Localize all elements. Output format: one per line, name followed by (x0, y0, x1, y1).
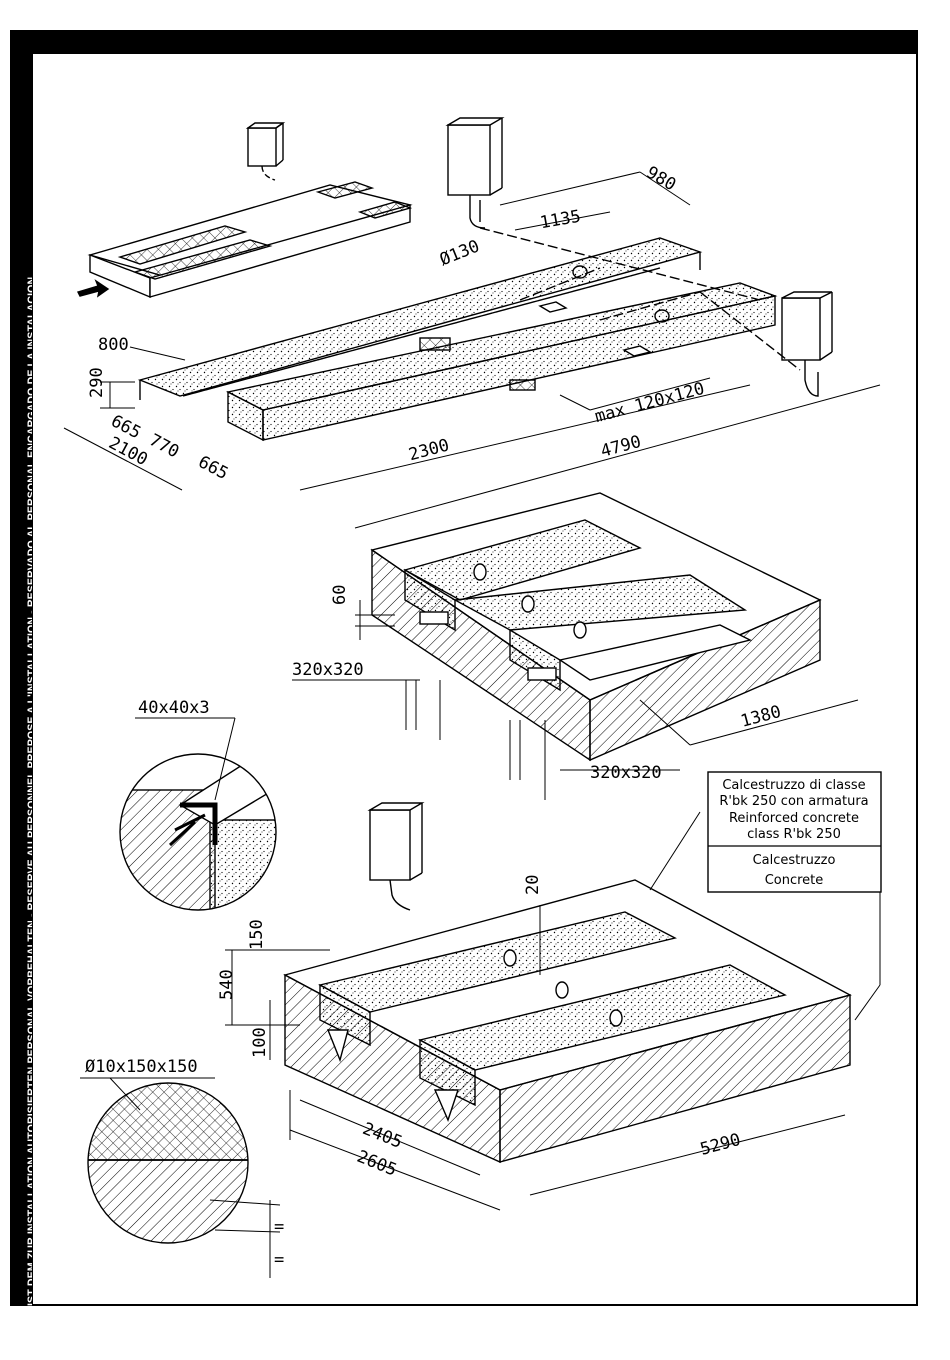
legend-line-5: Calcestruzzo (753, 853, 836, 868)
dim-equal-2: = (274, 1250, 284, 1270)
dim-diameter-130: Ø130 (437, 236, 482, 270)
lift-platform (77, 181, 413, 299)
dim-2605: 2605 (354, 1147, 399, 1181)
dim-1380: 1380 (739, 702, 784, 732)
top-view-drawing (63, 117, 881, 529)
control-unit-bottom (367, 802, 425, 911)
control-unit-large (445, 117, 505, 229)
dim-320-b: 320x320 (590, 763, 662, 783)
dim-800: 800 (98, 335, 129, 355)
dim-980: 980 (643, 163, 680, 196)
legend-line-3: Reinforced concrete (729, 811, 859, 826)
dim-angle-40x40x3: 40x40x3 (138, 698, 210, 718)
top-bar (10, 30, 918, 52)
legend-line-6: Concrete (765, 873, 824, 888)
top-dimension-lines (63, 171, 881, 529)
dim-5290: 5290 (698, 1130, 743, 1160)
dim-320-a: 320x320 (292, 660, 364, 680)
legend-line-2: R'bk 250 con armatura (719, 794, 868, 809)
detail-mesh-circle (80, 1077, 281, 1278)
dim-20: 20 (523, 875, 543, 895)
dim-150: 150 (247, 919, 267, 950)
dim-2300: 2300 (407, 435, 452, 465)
drawing-frame (32, 52, 918, 1306)
dim-4790: 4790 (599, 432, 644, 462)
dim-mesh: Ø10x150x150 (85, 1057, 198, 1077)
dim-100: 100 (250, 1027, 270, 1058)
middle-section-drawing (292, 492, 859, 800)
dim-540: 540 (217, 969, 237, 1000)
legend-box: Calcestruzzo di classe R'bk 250 con arma… (707, 771, 882, 893)
control-unit-right (781, 291, 833, 397)
dim-max-120: max 120x120 (593, 379, 707, 427)
dim-1135: 1135 (539, 207, 583, 234)
bottom-section-drawing (225, 802, 881, 1211)
control-unit-small (245, 122, 286, 181)
dim-290: 290 (87, 367, 107, 398)
legend-line-1: Calcestruzzo di classe (722, 778, 865, 793)
dim-665-b: 665 (195, 452, 232, 484)
dim-60: 60 (330, 585, 350, 605)
detail-angle-circle (119, 717, 277, 911)
pit-outline (137, 227, 801, 442)
dim-equal-1: = (274, 1217, 284, 1237)
side-bar (10, 30, 32, 1306)
dim-770: 770 (146, 430, 183, 462)
legend-line-4: class R'bk 250 (747, 827, 841, 842)
